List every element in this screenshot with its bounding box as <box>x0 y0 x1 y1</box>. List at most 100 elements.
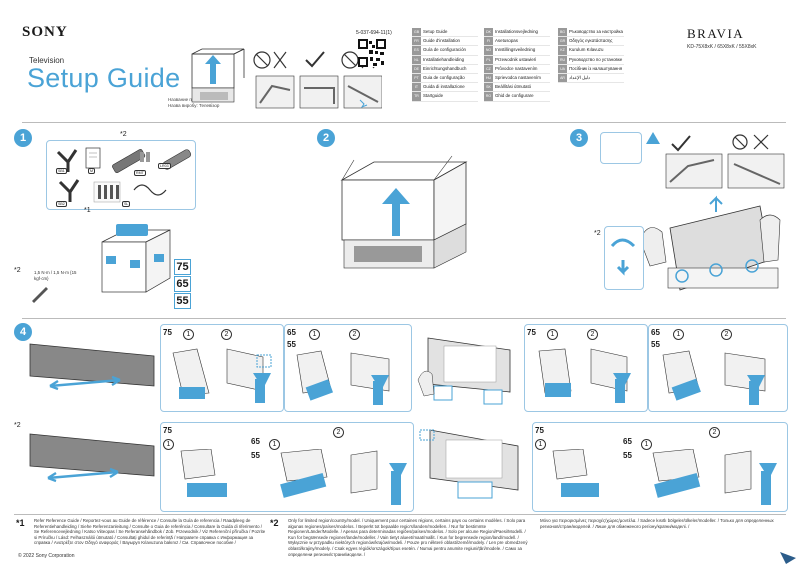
page-title: Setup Guide <box>27 63 181 93</box>
tv-removal-illustration <box>639 195 781 291</box>
substep-2: 2 <box>349 329 360 340</box>
size-option-65: 65 <box>174 276 191 292</box>
size-label: 65 <box>251 437 260 446</box>
part-label-sl: SL <box>122 201 131 207</box>
size-label: 75 <box>527 328 536 337</box>
step-1-badge: 1 <box>14 129 32 147</box>
handle-open-illustration <box>610 238 636 276</box>
step-4-panel-75-right: 75 1 2 <box>524 324 648 412</box>
model-list: KD-75X8xK / 65X8xK / 55X8xK <box>687 44 757 50</box>
substep-1: 1 <box>163 439 174 450</box>
warning-icon <box>646 132 660 144</box>
stand-attach-illustration <box>296 350 390 405</box>
step-3-handle-panel <box>604 226 644 290</box>
substep-1: 1 <box>535 439 546 450</box>
substep-1: 1 <box>309 329 320 340</box>
alt-stand-attach-illustration <box>180 449 407 505</box>
footnote-marker: *2 <box>120 131 127 138</box>
footnote-marker: *2 <box>14 422 21 429</box>
step-4-panel-75: 75 1 2 <box>160 324 284 412</box>
check-icon <box>671 135 691 152</box>
footnote-1-text: Refer Reference Guide / Reportez-vous au… <box>34 518 266 546</box>
lifting-do-dont-illustration <box>665 134 785 189</box>
check-icon <box>305 51 325 68</box>
page-corner-icon <box>780 552 796 564</box>
document-type: Television <box>29 56 65 65</box>
divider <box>22 122 786 123</box>
screwdriver-icon <box>32 287 48 303</box>
size-option-75: 75 <box>174 259 191 275</box>
substep-1: 1 <box>547 329 558 340</box>
part-label-lr03: LR03 <box>158 163 171 169</box>
arrow-up-icon <box>382 188 410 236</box>
step-3-badge: 3 <box>570 129 588 147</box>
part-label-sb1: SB1 <box>56 168 67 174</box>
size-label: 65 <box>623 437 632 446</box>
stand-attach-illustration <box>172 348 272 403</box>
accessories-illustration <box>56 147 192 203</box>
step-3-detail-panel <box>600 132 642 164</box>
size-label: 55 <box>623 451 632 460</box>
footnote-marker-1: *1 <box>16 518 25 528</box>
stand-attach-illustration <box>662 350 766 405</box>
part-label-sb2: SB2 <box>56 201 67 207</box>
prohibited-icon <box>253 51 287 69</box>
divider <box>22 318 786 319</box>
substep-2: 2 <box>587 329 598 340</box>
unboxing-header-illustration <box>191 48 245 103</box>
qr-code-icon[interactable] <box>358 39 386 67</box>
substep-1: 1 <box>641 439 652 450</box>
size-label: 55 <box>287 340 296 349</box>
part-number: 5-037-694-11(1) <box>356 30 392 36</box>
footnote-2-text: Only for limited region/country/model. /… <box>288 518 528 557</box>
divider <box>14 514 786 515</box>
footnote-marker: *2 <box>594 230 601 237</box>
substep-2: 2 <box>333 427 344 438</box>
stand-attach-illustration <box>538 348 631 403</box>
size-label: 75 <box>163 426 172 435</box>
size-label: 65 <box>651 328 660 337</box>
battery-icon <box>140 152 144 162</box>
part-label-m: M <box>88 168 95 174</box>
footnote-marker: *1 <box>84 207 91 214</box>
substep-1: 1 <box>183 329 194 340</box>
step-4-alt-panel-right: 75 1 65 55 1 2 <box>532 422 788 512</box>
step-4-badge: 4 <box>14 323 32 341</box>
series-name: BRAVIA <box>687 26 745 41</box>
step-4-panel-65-55-right: 65 55 1 2 <box>648 324 788 412</box>
footnote-marker-2: *2 <box>270 518 279 528</box>
substep-2: 2 <box>221 329 232 340</box>
box-lift-illustration <box>340 155 468 269</box>
alt-stand-attach-illustration <box>552 449 777 505</box>
tv-stand-overview-alt-illustration <box>419 429 519 499</box>
brand-logo: SONY <box>22 24 68 40</box>
step-4-panel-65-55: 65 55 1 2 <box>284 324 412 412</box>
substep-1: 1 <box>269 439 280 450</box>
tv-front-illustration <box>29 343 155 391</box>
tv-front-illustration-alt <box>29 433 155 483</box>
step-4-alt-panel-left: 75 1 65 55 1 2 <box>160 422 414 512</box>
footnote-marker: *2 <box>14 267 21 274</box>
torque-spec: 1,5 N·m / 1,5 N·m {15 kgf·cm} <box>34 270 77 281</box>
packaging-box-illustration <box>101 224 171 293</box>
size-label: 75 <box>163 328 172 337</box>
